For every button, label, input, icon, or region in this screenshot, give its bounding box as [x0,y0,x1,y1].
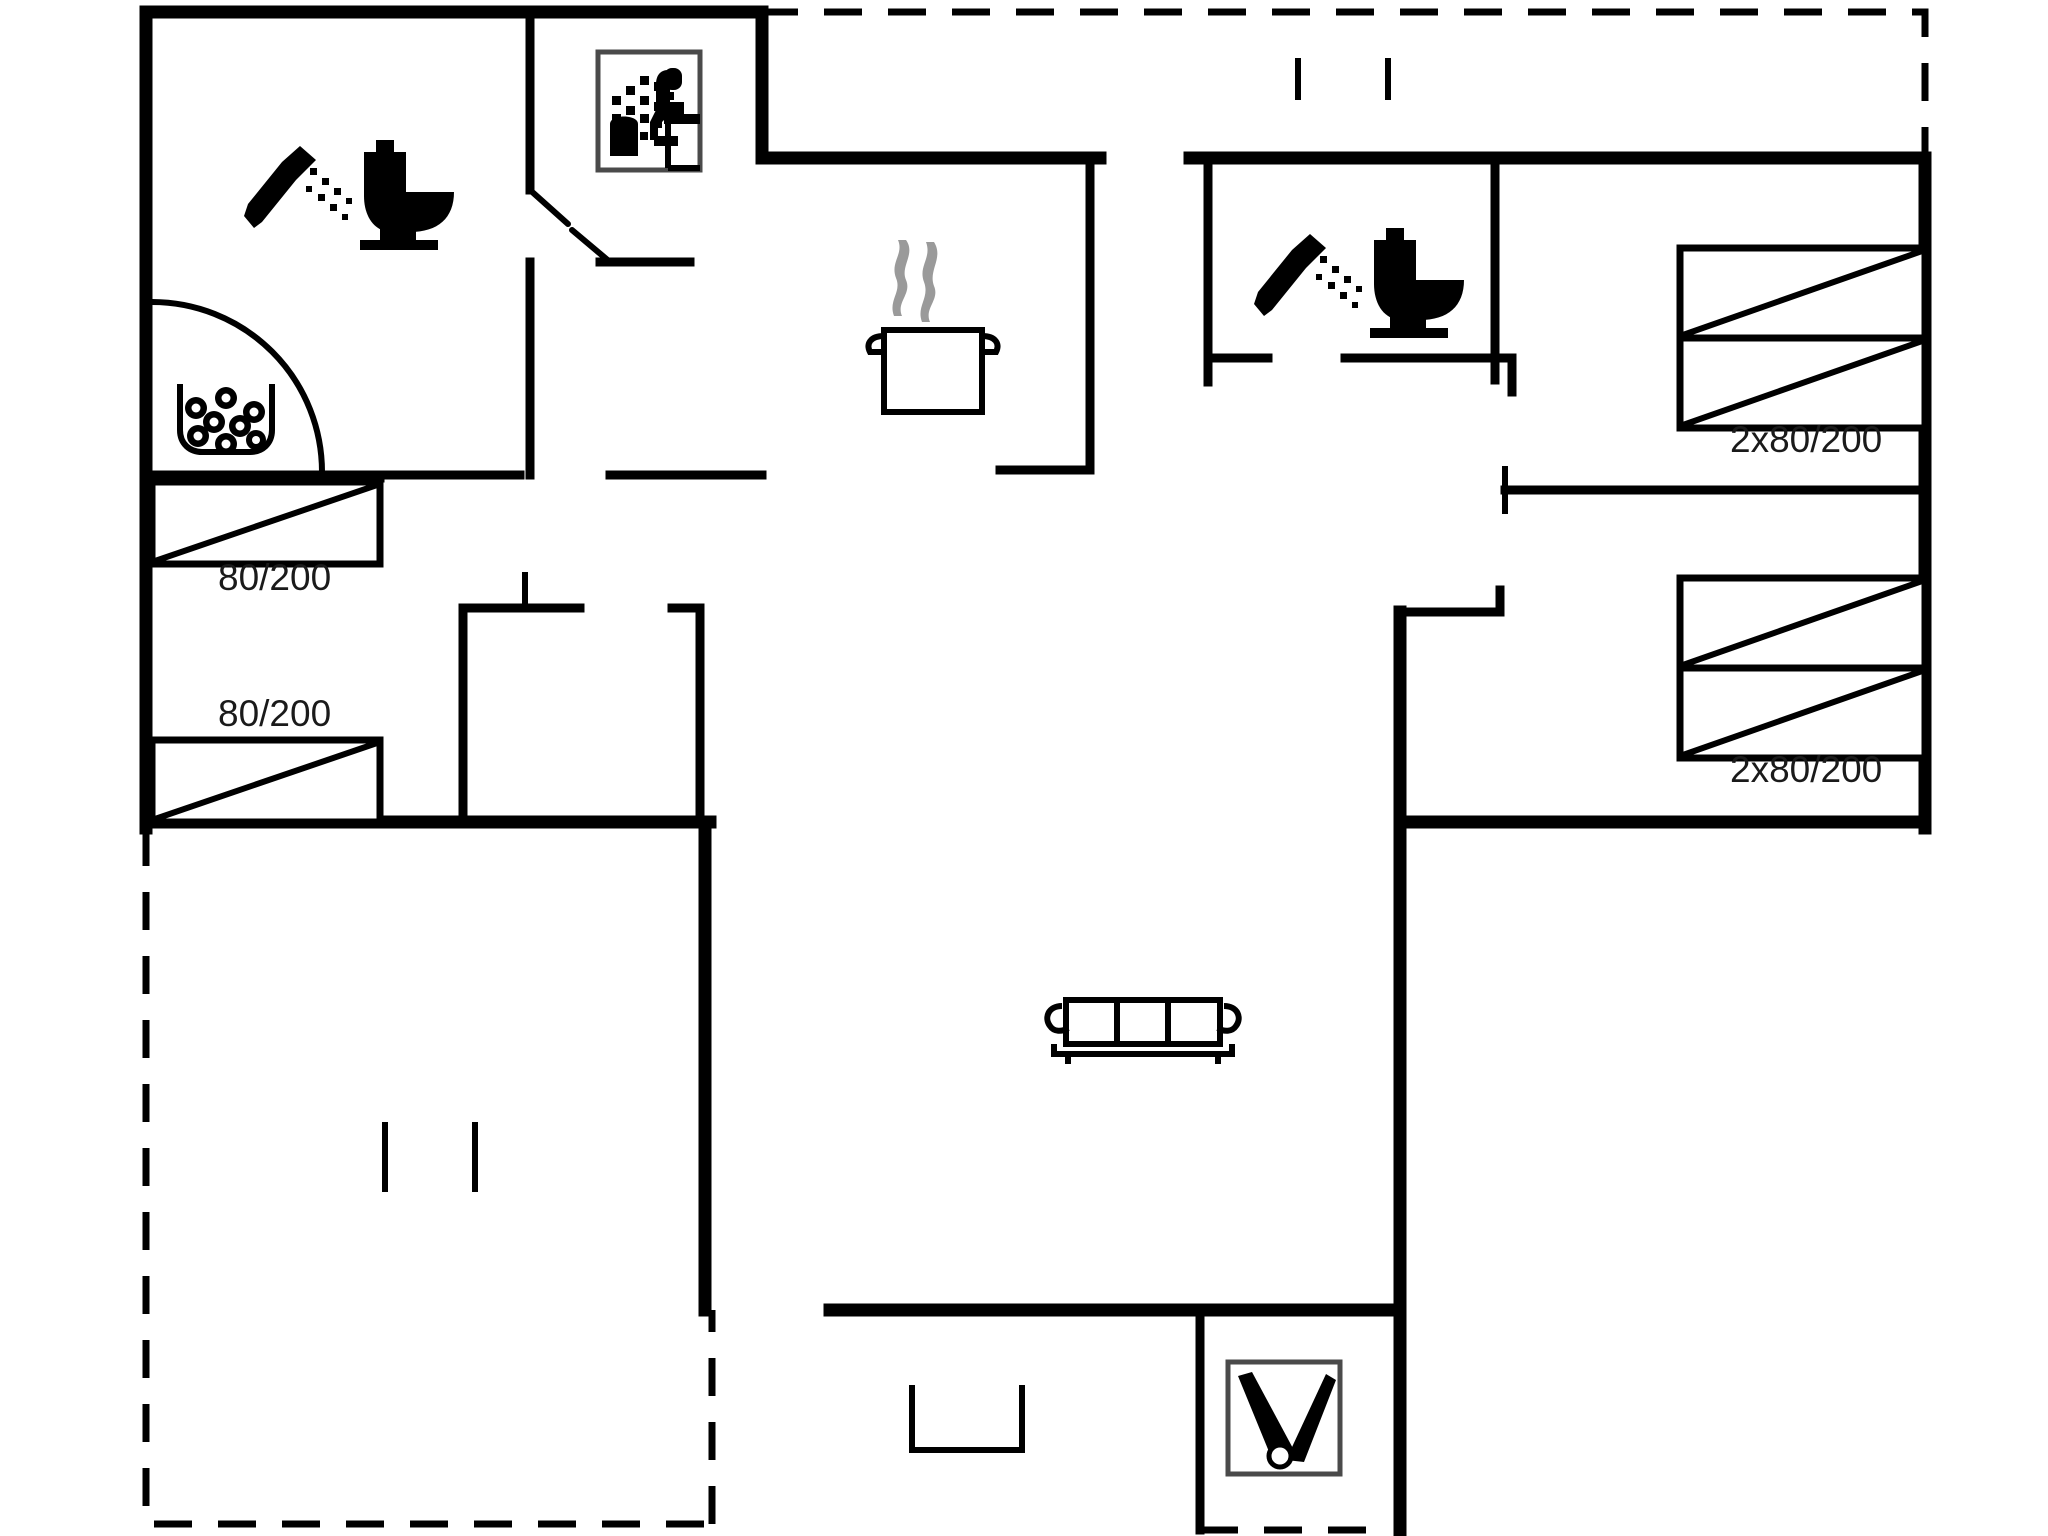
steam-wisp-1 [892,240,910,316]
terrace-left-dashed-outline [142,828,712,1528]
doors [151,187,1213,612]
window-ticks [382,58,1391,1192]
cooking-pot-icon [865,240,1001,415]
bed-left-upper [148,478,384,568]
sauna-icon [595,49,703,173]
shower-icon-left [244,146,352,228]
shower-icon-right [1254,234,1362,316]
washing-machine-icon [177,384,275,455]
bed-right-lower [1676,574,1929,762]
interior-walls [141,13,1930,1535]
bed-label-right-lower: 2x80/200 [1730,749,1882,790]
bed-left-lower [148,736,384,826]
steam-wisp-2 [920,242,938,322]
toilet-icon-right [1370,228,1464,338]
bed-label-left-lower: 80/200 [218,693,331,734]
toilet-icon-left [360,140,454,250]
bed-label-right-upper: 2x80/200 [1730,419,1882,460]
entrance-step [909,1385,1025,1453]
sofa-icon [1044,997,1242,1064]
door-sauna-lower [569,227,613,265]
terrace-boundaries [142,8,1929,1534]
cleaning-closet-icon [1225,1359,1343,1477]
door-bath-left-arc [151,299,325,473]
terrace-top-dashed-outline [760,8,1929,152]
shower-droplets-left [306,168,352,220]
bed-label-left-upper: 80/200 [218,557,331,598]
bed-right-upper [1676,244,1929,432]
shower-droplets-right [1316,256,1362,308]
door-sauna-top [527,187,571,227]
laundry-bubbles [185,387,266,455]
